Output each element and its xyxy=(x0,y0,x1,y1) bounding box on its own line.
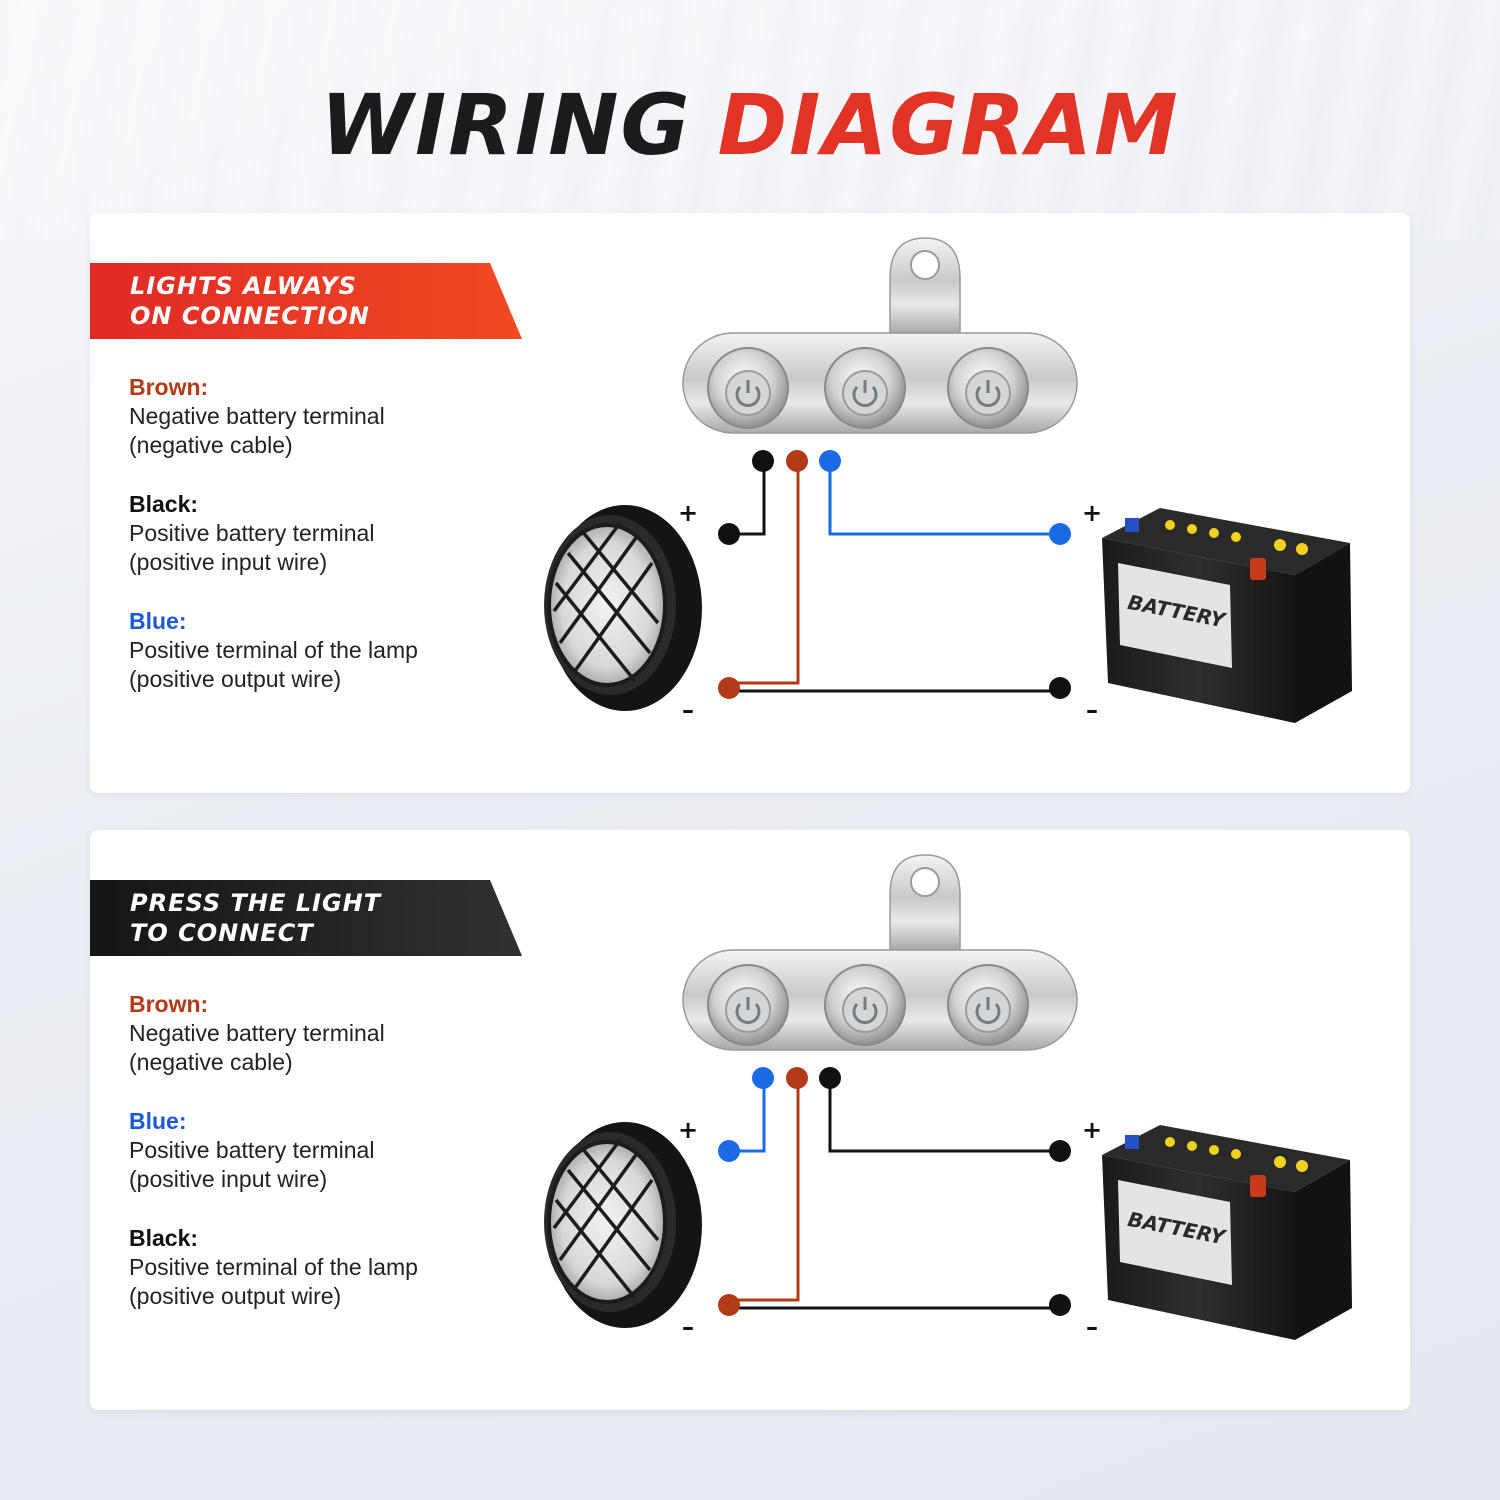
legend-entry-black: Black: Positive battery terminal (positi… xyxy=(129,490,529,577)
battery-minus-label: – xyxy=(1086,696,1098,724)
wire-black xyxy=(828,1078,1060,1153)
lamp-positive-terminal xyxy=(718,523,740,545)
terminal-dots xyxy=(718,1067,1071,1316)
panel-press-to-connect: PRESS THE LIGHT TO CONNECT Brown: Negati… xyxy=(90,830,1410,1410)
switch-terminal-brown xyxy=(786,1067,808,1089)
banner-line-2: TO CONNECT xyxy=(130,919,314,947)
legend-key: Black: xyxy=(129,491,199,517)
lamp-plus-label: + xyxy=(678,1116,698,1144)
wire-legend: Brown: Negative battery terminal (negati… xyxy=(129,373,529,724)
wire-blue xyxy=(828,461,1060,536)
legend-key: Blue: xyxy=(129,608,187,634)
legend-entry-blue: Blue: Positive terminal of the lamp (pos… xyxy=(129,607,529,694)
banner-line-2: ON CONNECTION xyxy=(130,302,370,330)
lamp-negative-terminal xyxy=(718,1294,740,1316)
legend-desc-line1: Positive terminal of the lamp xyxy=(129,637,418,663)
wires xyxy=(730,1078,1060,1310)
title-word-wiring: WIRING xyxy=(320,76,692,174)
battery-negative-terminal xyxy=(1049,677,1071,699)
battery-plus-label: + xyxy=(1082,1116,1102,1144)
lamp-minus-label: – xyxy=(682,1313,694,1341)
wire-legend: Brown: Negative battery terminal (negati… xyxy=(129,990,529,1341)
legend-desc-line2: (negative cable) xyxy=(129,432,293,458)
switch-panel xyxy=(682,854,1078,1051)
legend-entry-brown: Brown: Negative battery terminal (negati… xyxy=(129,990,529,1077)
wiring-diagram: BATTERY + – + – xyxy=(544,237,1352,724)
wire-brown xyxy=(730,1078,800,1302)
legend-desc-line2: (positive input wire) xyxy=(129,549,328,575)
legend-entry-black: Black: Positive terminal of the lamp (po… xyxy=(129,1224,529,1311)
legend-desc-line2: (positive input wire) xyxy=(129,1166,328,1192)
wire-blue xyxy=(730,1078,766,1153)
headlamp-icon xyxy=(544,505,702,711)
switch-terminal-brown xyxy=(786,450,808,472)
terminal-dots xyxy=(718,450,1071,699)
legend-desc-line1: Positive battery terminal xyxy=(129,1137,375,1163)
battery-icon: BATTERY xyxy=(1102,508,1352,723)
wires xyxy=(730,461,1060,693)
battery-positive-terminal xyxy=(1049,1140,1071,1162)
legend-desc-line1: Positive terminal of the lamp xyxy=(129,1254,418,1280)
page-title: WIRING DIAGRAM xyxy=(0,70,1500,180)
power-button-2 xyxy=(824,347,906,429)
power-button-2 xyxy=(824,964,906,1046)
legend-desc-line1: Negative battery terminal xyxy=(129,403,385,429)
section-banner-text: LIGHTS ALWAYS ON CONNECTION xyxy=(130,271,490,331)
lamp-plus-label: + xyxy=(678,499,698,527)
wire-black xyxy=(730,461,766,536)
switch-panel xyxy=(682,237,1078,434)
section-banner: PRESS THE LIGHT TO CONNECT xyxy=(90,880,522,956)
legend-key: Brown: xyxy=(129,991,209,1017)
legend-key: Brown: xyxy=(129,374,209,400)
banner-line-1: LIGHTS ALWAYS xyxy=(130,272,357,300)
section-banner-text: PRESS THE LIGHT TO CONNECT xyxy=(130,888,490,948)
legend-entry-brown: Brown: Negative battery terminal (negati… xyxy=(129,373,529,460)
power-button-1 xyxy=(707,347,789,429)
battery-plus-label: + xyxy=(1082,499,1102,527)
section-banner: LIGHTS ALWAYS ON CONNECTION xyxy=(90,263,522,339)
legend-desc-line2: (positive output wire) xyxy=(129,666,342,692)
lamp-positive-terminal xyxy=(718,1140,740,1162)
headlamp-icon xyxy=(544,1122,702,1328)
power-button-3 xyxy=(947,964,1029,1046)
legend-key: Black: xyxy=(129,1225,199,1251)
legend-desc-line2: (negative cable) xyxy=(129,1049,293,1075)
switch-terminal-black xyxy=(752,450,774,472)
switch-terminal-blue xyxy=(752,1067,774,1089)
panel-lights-always-on: LIGHTS ALWAYS ON CONNECTION Brown: Negat… xyxy=(90,213,1410,793)
legend-desc-line1: Negative battery terminal xyxy=(129,1020,385,1046)
battery-minus-label: – xyxy=(1086,1313,1098,1341)
legend-key: Blue: xyxy=(129,1108,187,1134)
legend-entry-blue: Blue: Positive battery terminal (positiv… xyxy=(129,1107,529,1194)
legend-desc-line1: Positive battery terminal xyxy=(129,520,375,546)
battery-positive-terminal xyxy=(1049,523,1071,545)
legend-desc-line2: (positive output wire) xyxy=(129,1283,342,1309)
battery-icon: BATTERY xyxy=(1102,1125,1352,1340)
switch-terminal-blue xyxy=(819,450,841,472)
title-word-diagram: DIAGRAM xyxy=(717,76,1180,174)
power-button-1 xyxy=(707,964,789,1046)
lamp-negative-terminal xyxy=(718,677,740,699)
battery-negative-terminal xyxy=(1049,1294,1071,1316)
banner-line-1: PRESS THE LIGHT xyxy=(130,889,382,917)
switch-terminal-black xyxy=(819,1067,841,1089)
wiring-diagram: BATTERY + – + – xyxy=(544,854,1352,1341)
lamp-minus-label: – xyxy=(682,696,694,724)
power-button-3 xyxy=(947,347,1029,429)
wire-brown xyxy=(730,461,800,685)
